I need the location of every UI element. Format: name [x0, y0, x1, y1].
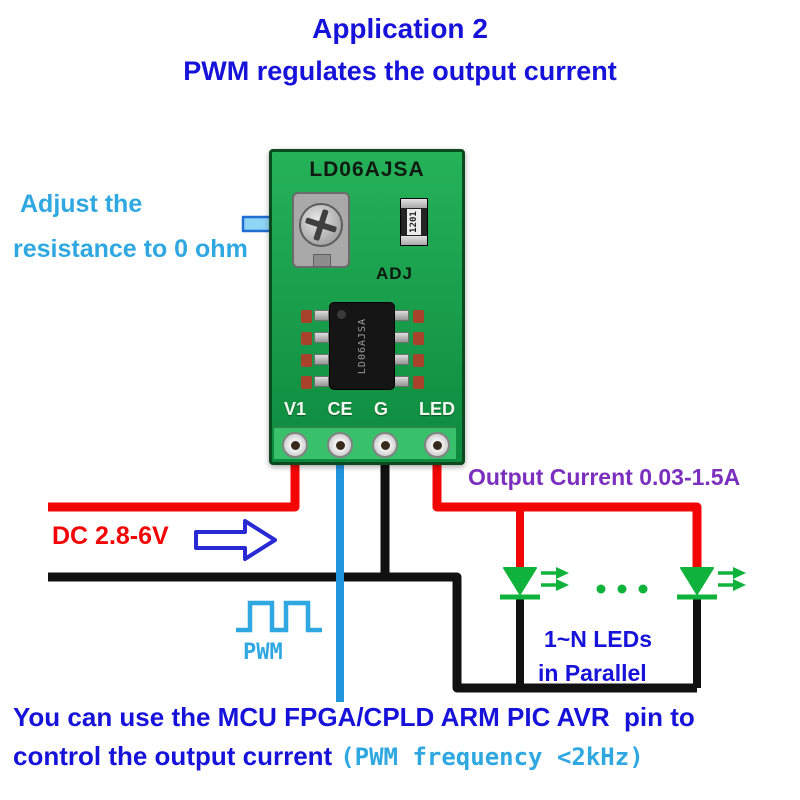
pin-label-v1: V1 — [283, 399, 307, 419]
solder-pad — [413, 354, 424, 367]
resistor-marking: 1201 — [409, 211, 419, 233]
title-line-1: Application 2 — [312, 13, 488, 44]
wire-ground-black — [48, 450, 390, 582]
trimmer-tab — [313, 254, 331, 267]
through-hole-g — [372, 432, 398, 458]
led-symbol-1 — [500, 567, 569, 600]
solder-pad — [301, 332, 312, 345]
pwm-label: PWM — [243, 640, 283, 665]
ic-lead — [314, 354, 329, 365]
ellipsis-dots-icon — [596, 584, 648, 594]
solder-pad — [413, 310, 424, 323]
led-symbol-2 — [677, 567, 746, 600]
through-hole-led — [424, 432, 450, 458]
trimmer-potentiometer — [292, 192, 350, 268]
wire-vin-red — [48, 450, 300, 512]
footer-line-1: You can use the MCU FPGA/CPLD ARM PIC AV… — [13, 702, 695, 732]
output-current-label: Output Current 0.03-1.5A — [468, 464, 741, 490]
ic-lead — [314, 310, 329, 321]
dc-input-arrow-icon — [194, 519, 277, 561]
solder-pad — [301, 310, 312, 323]
pwm-waveform-icon — [236, 600, 322, 633]
dc-input-label: DC 2.8-6V — [52, 522, 169, 550]
title-line-2: PWM regulates the output current — [183, 56, 617, 86]
ic-marking: LD06AJSA — [356, 317, 368, 375]
solder-pad — [301, 376, 312, 389]
pcb-silkscreen-model: LD06AJSA — [309, 158, 425, 181]
trimmer-screw-icon — [299, 203, 343, 247]
through-hole-v1 — [282, 432, 308, 458]
leds-note-line-2: in Parallel — [538, 660, 647, 686]
adj-silkscreen-label: ADJ — [376, 264, 414, 283]
ic-lead — [314, 376, 329, 387]
pin1-dot — [337, 310, 346, 319]
through-hole-ce — [327, 432, 353, 458]
adjust-note-line-2: resistance to 0 ohm — [13, 235, 248, 263]
pin-label-g: G — [373, 399, 388, 419]
footer-line-2: control the output current(PWM frequency… — [13, 741, 644, 772]
solder-pad — [413, 376, 424, 389]
pin-label-ce: CE — [327, 399, 353, 419]
footer-line-2-cyan: (PWM frequency <2kHz) — [340, 743, 644, 771]
pcb-module: LD06AJSA 1201 ADJ LD06 — [269, 149, 465, 465]
solder-pad — [301, 354, 312, 367]
leds-note-line-1: 1~N LEDs — [544, 626, 653, 652]
adjust-note-line-1: Adjust the — [20, 190, 143, 218]
wire-led-output-red — [432, 450, 702, 568]
pin-label-led: LED — [419, 399, 455, 419]
driver-ic-chip: LD06AJSA — [329, 302, 395, 390]
ic-lead — [314, 332, 329, 343]
footer-line-2-blue: control the output current — [13, 741, 333, 771]
smd-resistor: 1201 — [400, 198, 428, 246]
solder-pad — [413, 332, 424, 345]
wire-ground-return-black — [385, 572, 697, 693]
